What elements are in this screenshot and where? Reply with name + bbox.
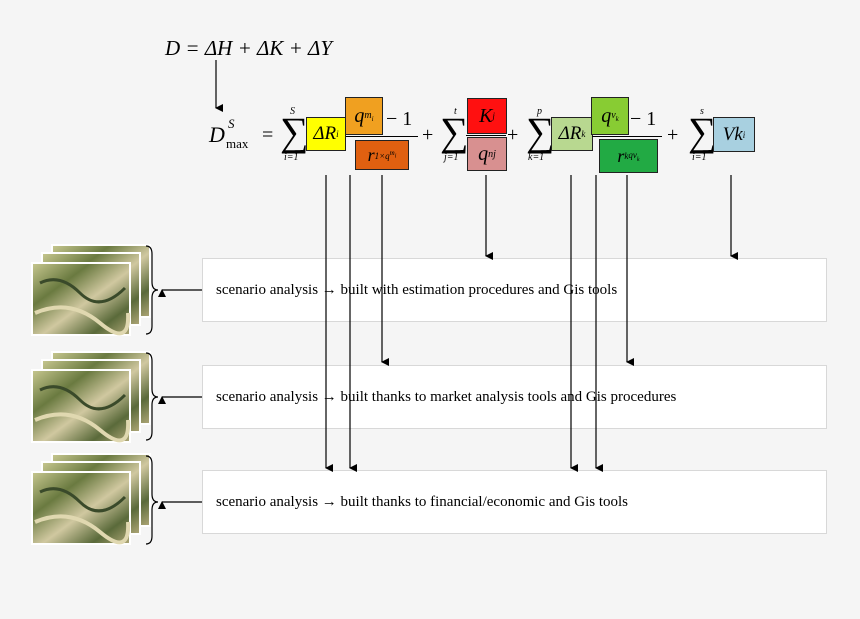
minus-one-1: − 1 [386, 108, 413, 130]
sum2-upper: t [454, 106, 457, 117]
brace-2 [145, 352, 159, 441]
plus-1: + [422, 124, 434, 146]
minus-one-2: − 1 [630, 108, 657, 130]
scenario-panel-3: scenario analysis → built thanks to fina… [202, 470, 827, 534]
frac-bar-1 [346, 136, 418, 137]
sum1-sigma: ∑ [280, 109, 309, 154]
sum1-upper: S [290, 106, 295, 117]
sum3-upper: p [537, 106, 542, 117]
map-thumbnail-stack-2 [30, 350, 152, 446]
brace-1 [145, 245, 159, 335]
frac-bar-2 [466, 135, 506, 136]
sum2-sigma: ∑ [440, 109, 469, 154]
sum4-sigma: ∑ [688, 109, 717, 154]
sum3-lower: k=1 [528, 152, 545, 163]
sum3-sigma: ∑ [526, 109, 555, 154]
brace-3 [145, 455, 159, 545]
lhs-sub: max [226, 136, 249, 151]
scenario-panel-1: scenario analysis → built with estimatio… [202, 258, 827, 322]
lhs-symbol: D [209, 122, 225, 148]
scenario-panel-2: scenario analysis → built thanks to mark… [202, 365, 827, 429]
lhs-main: D [209, 122, 225, 147]
map-thumbnail-stack-3 [30, 452, 152, 548]
scenario-panel-2-text: scenario analysis → built thanks to mark… [216, 388, 677, 405]
map-thumbnails-2 [31, 351, 151, 443]
scenario-panel-3-text: scenario analysis → built thanks to fina… [216, 493, 628, 510]
map-thumbnails-3 [31, 453, 151, 545]
sum4-lower: i=1 [692, 152, 707, 163]
plus-2: + [507, 124, 519, 146]
frac-bar-3 [592, 136, 662, 137]
lhs-sup: S [228, 116, 235, 131]
scenario-panel-1-text: scenario analysis → built with estimatio… [216, 281, 618, 298]
sum4-upper: s [700, 106, 704, 117]
sum1-lower: i=1 [284, 152, 299, 163]
map-thumbnail-stack-1 [30, 243, 152, 339]
plus-3: + [667, 124, 679, 146]
equals-sign: = [262, 124, 274, 146]
top-formula: D = ΔH + ΔK + ΔY [165, 36, 333, 60]
sum2-lower: j=1 [444, 152, 459, 163]
map-thumbnails-1 [31, 244, 151, 336]
